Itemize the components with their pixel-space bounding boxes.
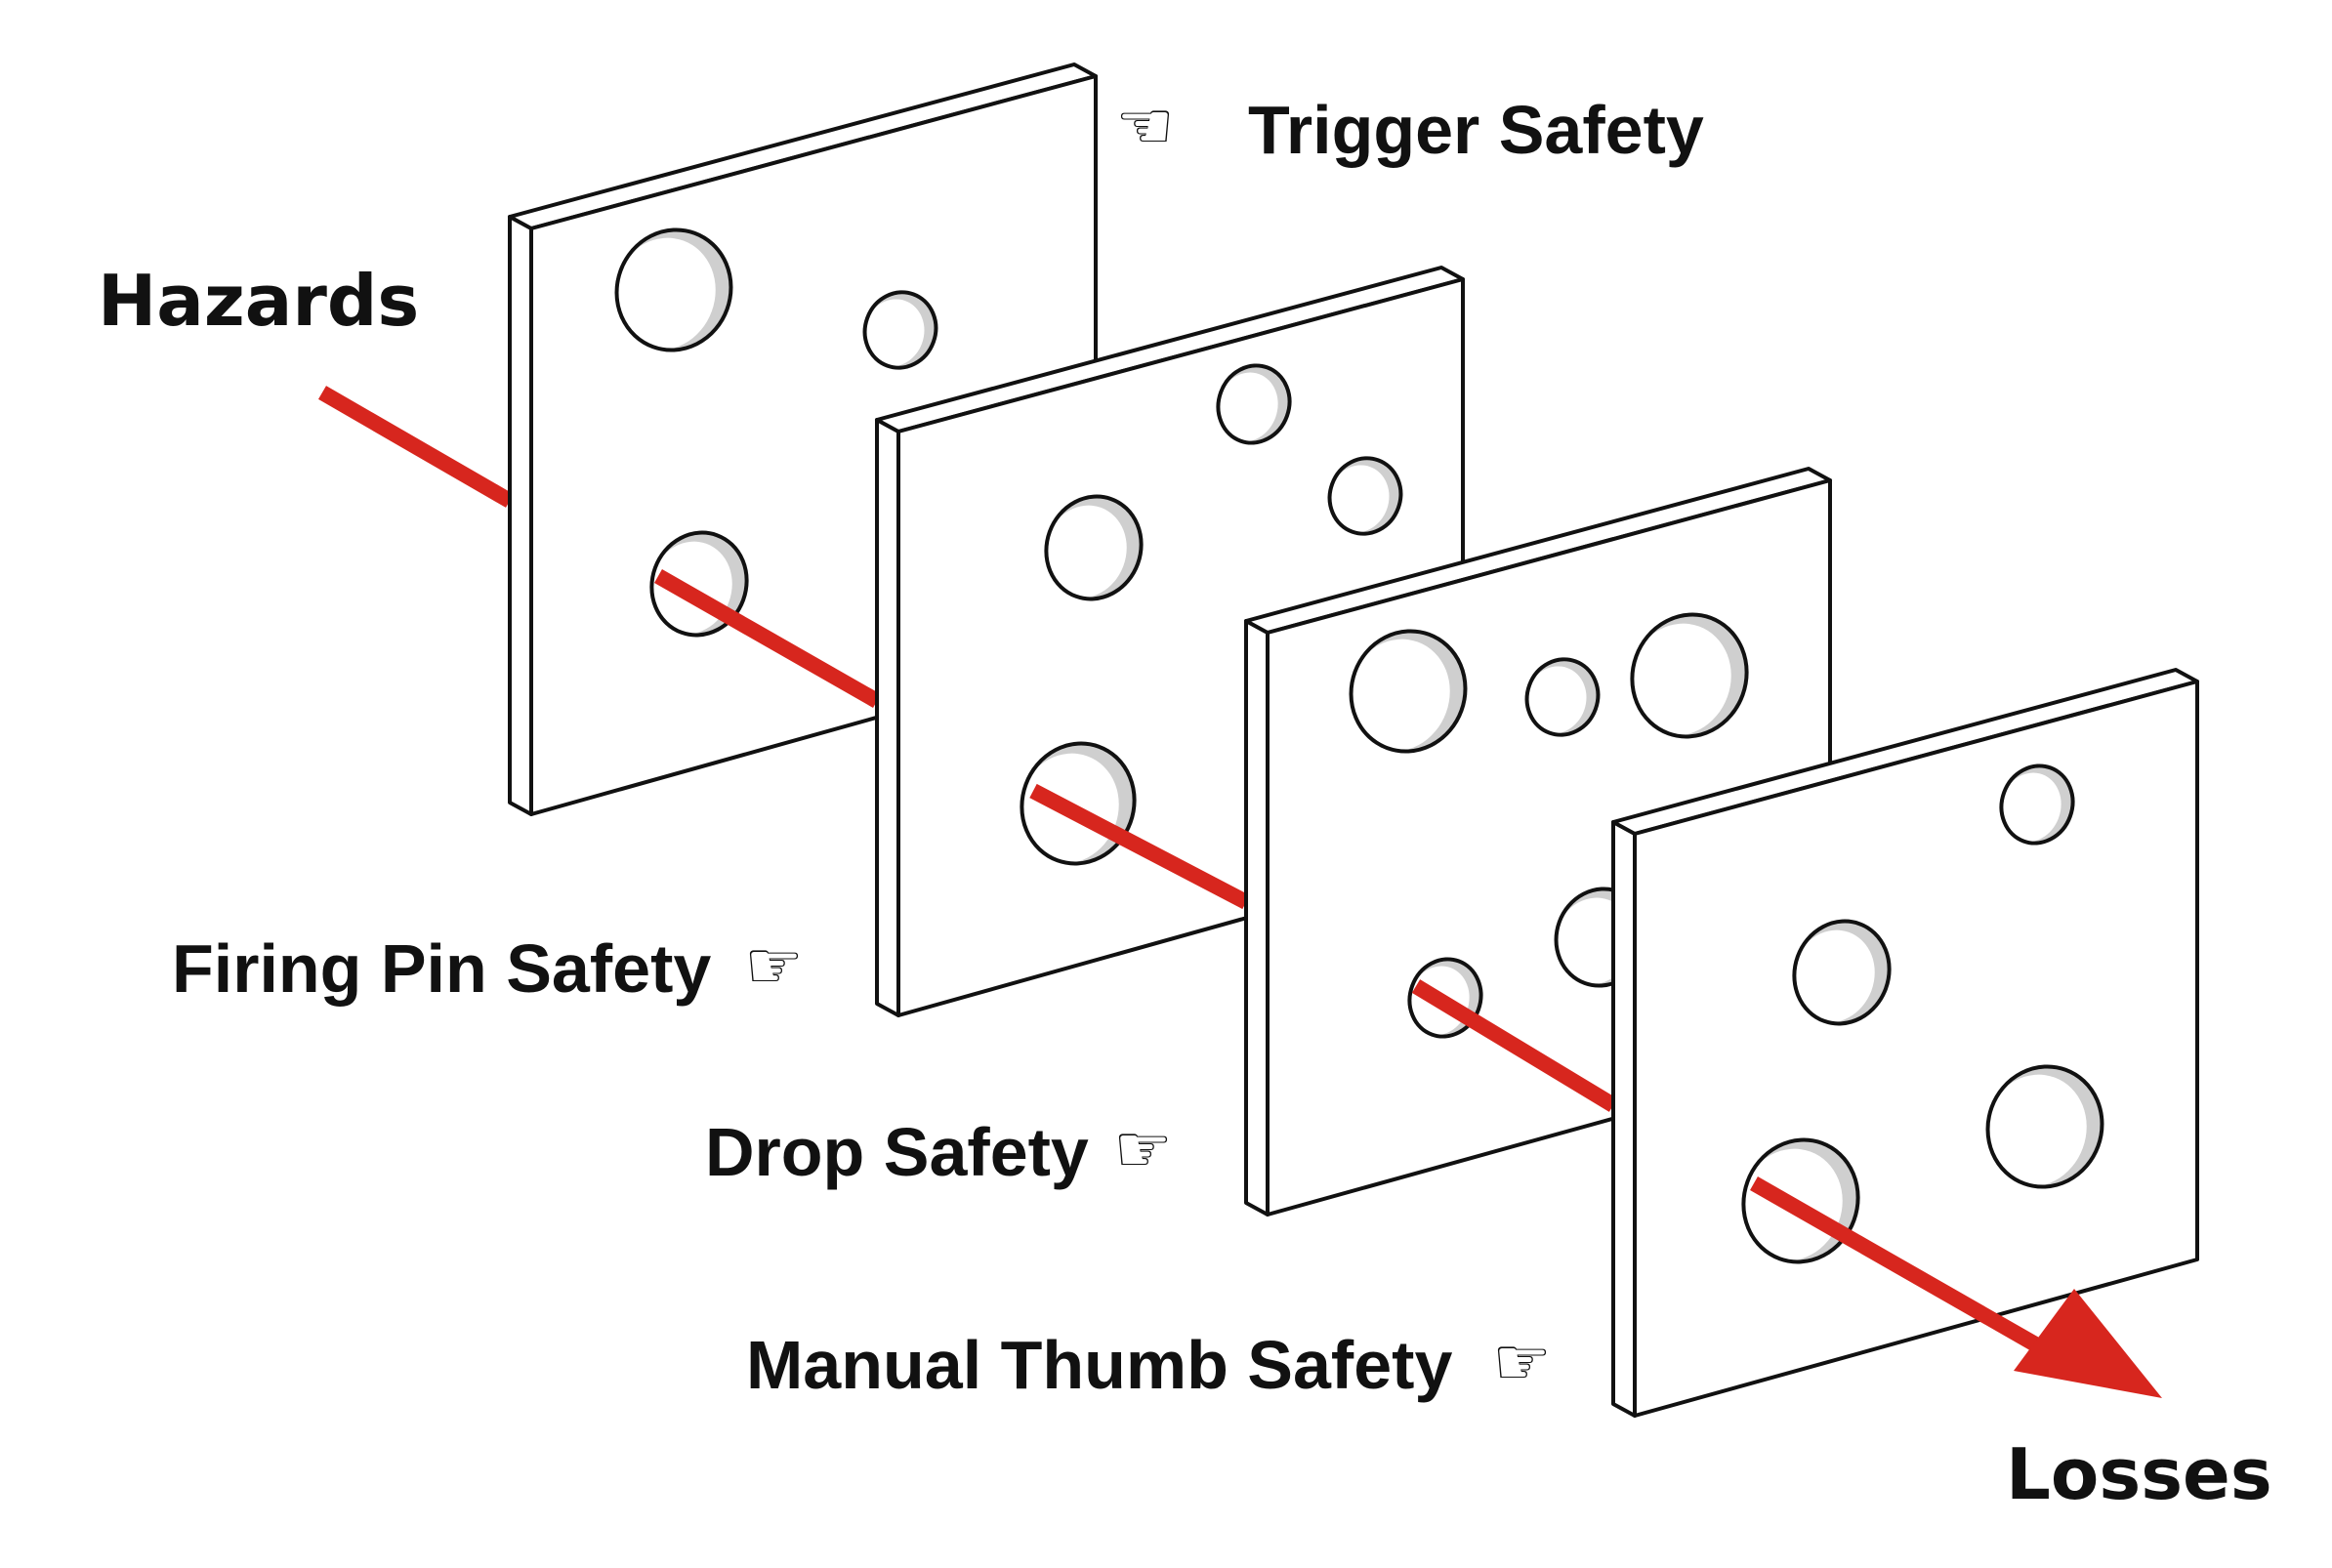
left-pointing-hand-icon: ☜	[1115, 88, 1175, 165]
plate-manual-thumb-safety	[1611, 668, 2199, 1418]
hazard-arrow-segment-2	[654, 569, 881, 708]
hole	[1628, 612, 1749, 739]
right-pointing-hand-icon: ☞	[1113, 1111, 1173, 1188]
hazard-arrow-segment-4	[1411, 979, 1618, 1112]
hole	[1999, 763, 2075, 846]
arrow-head	[2014, 1289, 2162, 1398]
manual-thumb-safety-label: Manual Thumb Safety	[746, 1327, 1452, 1403]
hole	[612, 227, 733, 352]
hole	[1983, 1064, 2104, 1189]
right-pointing-hand-icon: ☞	[744, 928, 804, 1005]
losses-arrow	[1750, 1176, 2162, 1398]
hole	[1524, 657, 1601, 737]
firing-pin-safety-label: Firing Pin Safety	[172, 930, 711, 1007]
hazards-label: Hazards	[98, 260, 419, 342]
hole	[1347, 629, 1468, 754]
hazard-arrow-segment-1	[317, 386, 515, 508]
hazard-arrow-segment-5	[1750, 1176, 2055, 1360]
right-pointing-hand-icon: ☞	[1492, 1324, 1552, 1401]
hole	[1327, 456, 1403, 536]
losses-label: Losses	[2006, 1433, 2272, 1515]
hole	[1043, 494, 1144, 601]
hole	[1791, 919, 1892, 1026]
hole	[862, 290, 938, 370]
hazard-arrow-segment-3	[1029, 783, 1250, 910]
drop-safety-label: Drop Safety	[705, 1114, 1089, 1190]
hole	[1216, 363, 1292, 445]
trigger-safety-label: Trigger Safety	[1248, 92, 1704, 168]
